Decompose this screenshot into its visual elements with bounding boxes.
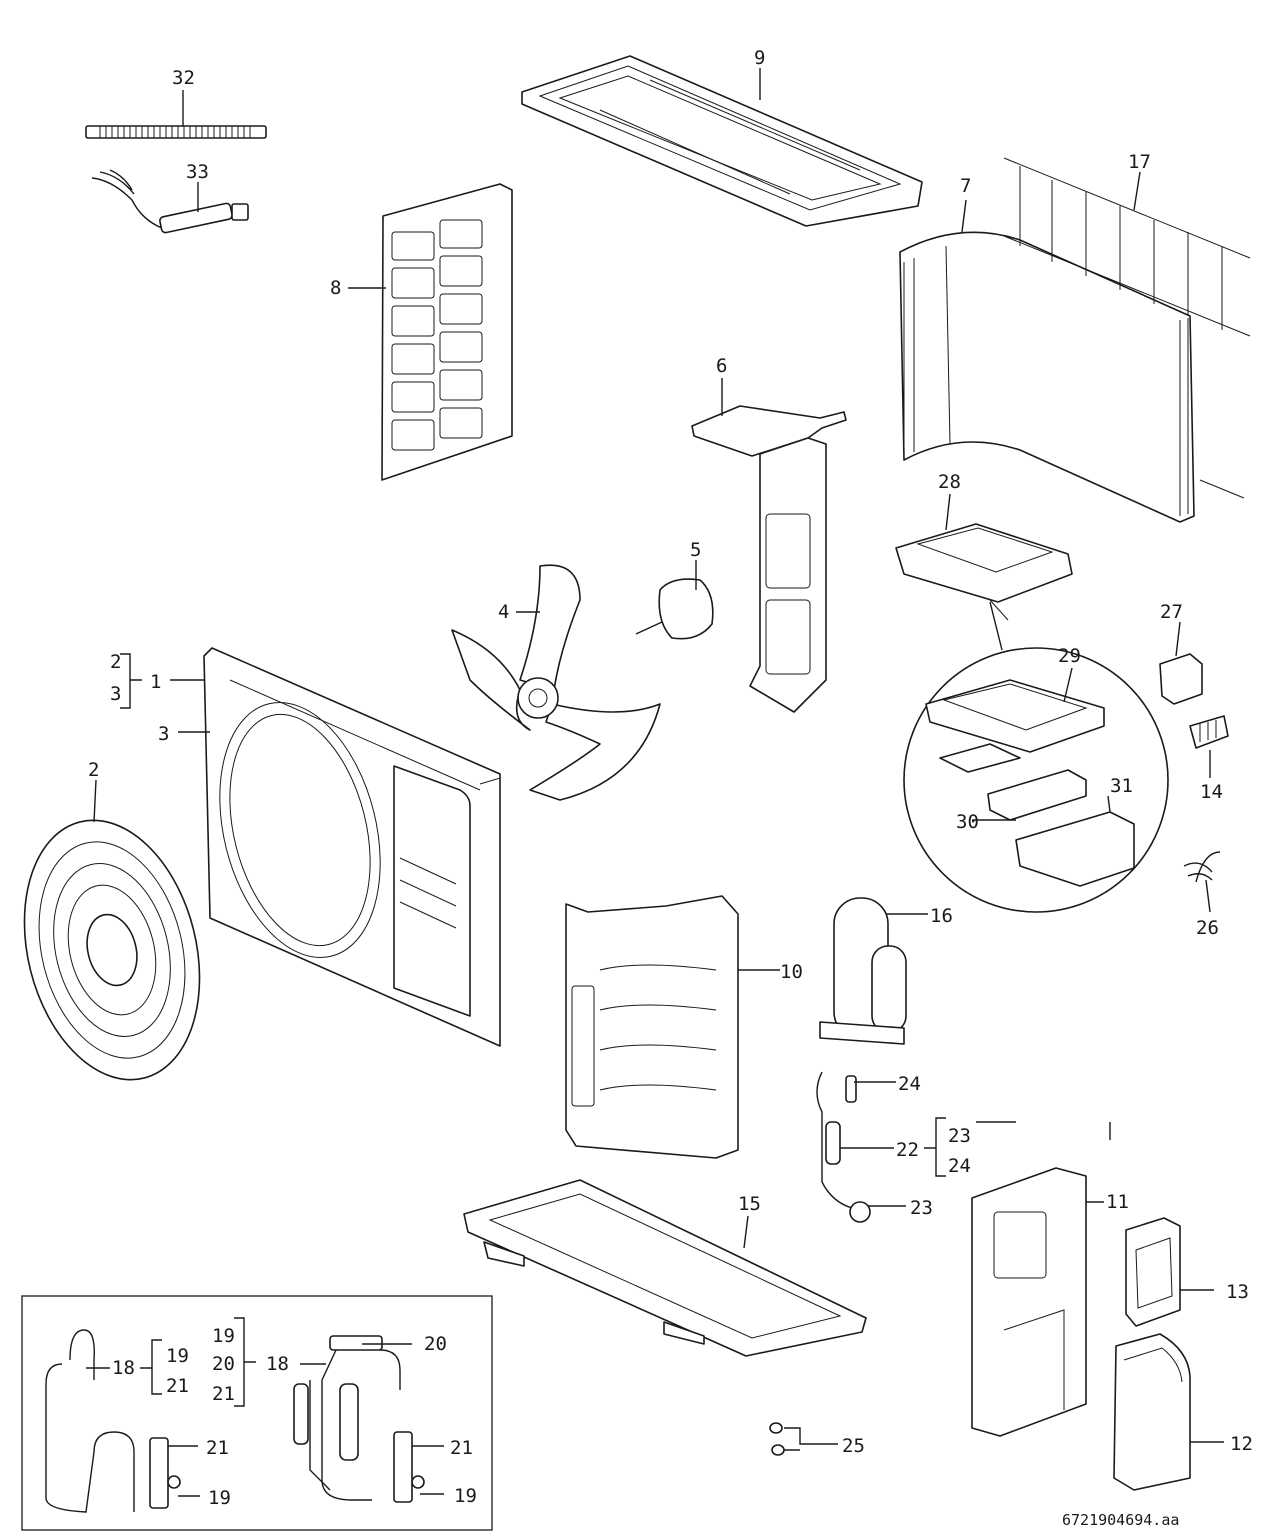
part-11-side-panel (971, 1167, 1087, 1437)
label-1: 1 (150, 671, 161, 693)
part-labels: 32 33 9 8 17 7 6 28 5 4 27 29 2 3 1 3 2 … (88, 47, 1253, 1529)
part-9-top-cover (521, 55, 923, 227)
label-6: 6 (716, 355, 727, 377)
label-20-ref-right: 20 (212, 1353, 235, 1375)
label-24: 24 (898, 1073, 921, 1095)
label-23: 23 (910, 1197, 933, 1219)
part-5-motor (635, 578, 714, 640)
label-2: 2 (88, 759, 99, 781)
part-12-cover (1113, 1333, 1191, 1491)
label-31: 31 (1110, 775, 1133, 797)
part-17-wire-guard (1003, 157, 1251, 499)
part-8-side-grille (381, 183, 513, 481)
label-23-ref: 23 (948, 1125, 971, 1147)
label-3: 3 (158, 723, 169, 745)
label-21-ref-right: 21 (212, 1383, 235, 1405)
label-19-left: 19 (208, 1487, 231, 1509)
label-28: 28 (938, 471, 961, 493)
label-4: 4 (498, 601, 509, 623)
label-2-ref: 2 (110, 651, 121, 673)
part-4-fan (451, 564, 661, 801)
label-21-left: 21 (206, 1437, 229, 1459)
part-2-fan-guard (23, 819, 201, 1081)
part-22-valve-assembly (816, 1071, 871, 1223)
part-29-control-board (925, 679, 1105, 753)
part-10-partition (565, 895, 739, 1159)
part-25-nuts (769, 1422, 785, 1456)
part-1-front-panel (203, 647, 501, 1047)
leader-lines (86, 68, 1224, 1497)
part-30-tray (939, 743, 1087, 821)
label-20: 20 (424, 1333, 447, 1355)
label-19-ref-left: 19 (166, 1345, 189, 1367)
label-11: 11 (1106, 1191, 1129, 1213)
part-32-hose (85, 125, 267, 139)
label-26: 26 (1196, 917, 1219, 939)
part-16-compressor (819, 897, 907, 1045)
label-21-right: 21 (450, 1437, 473, 1459)
label-27: 27 (1160, 601, 1183, 623)
label-29: 29 (1058, 645, 1081, 667)
label-14: 14 (1200, 781, 1223, 803)
label-9: 9 (754, 47, 765, 69)
part-14-connector (1189, 715, 1229, 749)
part-18-pipe-left (45, 1329, 181, 1513)
label-13: 13 (1226, 1281, 1249, 1303)
part-6-bracket (691, 405, 847, 713)
label-7: 7 (960, 175, 971, 197)
label-25: 25 (842, 1435, 865, 1457)
reference-number: 6721904694.aa (1062, 1511, 1179, 1529)
part-13-handle (1125, 1217, 1181, 1327)
label-22: 22 (896, 1139, 919, 1161)
label-17: 17 (1128, 151, 1151, 173)
label-19-ref-right: 19 (212, 1325, 235, 1347)
label-8: 8 (330, 277, 341, 299)
label-24-ref: 24 (948, 1155, 971, 1177)
inset-box (21, 1295, 493, 1531)
label-30: 30 (956, 811, 979, 833)
part-33-cable (91, 169, 249, 234)
label-3-ref: 3 (110, 683, 121, 705)
part-7-condenser (899, 231, 1195, 523)
label-33: 33 (186, 161, 209, 183)
part-15-base-pan (463, 1179, 867, 1357)
label-16: 16 (930, 905, 953, 927)
label-10: 10 (780, 961, 803, 983)
label-19-right: 19 (454, 1485, 477, 1507)
part-27-terminal (1159, 653, 1203, 705)
label-18-right: 18 (266, 1353, 289, 1375)
part-26-wire (1183, 851, 1221, 883)
label-5: 5 (690, 539, 701, 561)
label-12: 12 (1230, 1433, 1253, 1455)
label-18-left: 18 (112, 1357, 135, 1379)
part-18-pipe-right (293, 1335, 425, 1503)
label-32: 32 (172, 67, 195, 89)
label-21-ref-left: 21 (166, 1375, 189, 1397)
label-15: 15 (738, 1193, 761, 1215)
part-28-control-board (895, 523, 1073, 621)
